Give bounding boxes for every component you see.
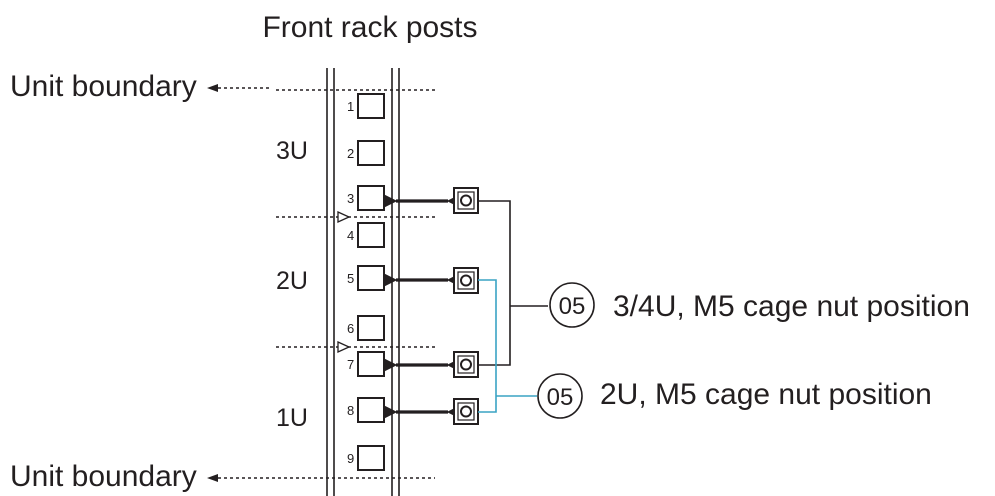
rack-hole-1 — [357, 93, 385, 119]
boundary-marker-2u-1u — [337, 340, 351, 354]
rack-hole-8 — [357, 397, 385, 423]
callout-circle-2u — [537, 373, 583, 419]
hole-number-7: 7 — [347, 357, 354, 372]
cage-nut-icon-hole-3 — [453, 187, 479, 214]
callout-text-3-4u: 3/4U, M5 cage nut position — [613, 290, 970, 323]
unit-boundary-top-label: Unit boundary — [10, 70, 197, 103]
hole-number-4: 4 — [347, 228, 354, 243]
rack-hole-2 — [357, 140, 385, 166]
callout-circle-3-4u — [549, 282, 595, 328]
cage-nut-icon-hole-8 — [453, 398, 479, 425]
hole-number-8: 8 — [347, 403, 354, 418]
bracket-3-4u — [478, 200, 511, 366]
unit-label-2u: 2U — [276, 267, 308, 295]
callout-text-2u: 2U, M5 cage nut position — [600, 378, 932, 411]
unit-label-3u: 3U — [276, 137, 308, 165]
rack-post-left — [326, 68, 335, 496]
rack-post-right — [391, 68, 400, 496]
rack-hole-7 — [357, 351, 385, 377]
unit-boundary-bottom-label: Unit boundary — [10, 460, 197, 493]
hole-number-2: 2 — [347, 146, 354, 161]
hole-number-5: 5 — [347, 271, 354, 286]
hole-number-3: 3 — [347, 191, 354, 206]
rack-hole-3 — [357, 185, 385, 211]
hole-number-1: 1 — [347, 99, 354, 114]
diagram-title: Front rack posts — [262, 11, 477, 44]
rack-hole-9 — [357, 445, 385, 471]
callout-number-2u: 05 — [547, 384, 574, 411]
hole-number-6: 6 — [347, 321, 354, 336]
boundary-arrow-top — [207, 84, 218, 92]
rack-hole-4 — [357, 222, 385, 248]
cage-nut-icon-hole-5 — [453, 267, 479, 294]
rack-hole-6 — [357, 315, 385, 341]
cage-nut-icon-hole-7 — [453, 351, 479, 378]
hole-number-9: 9 — [347, 451, 354, 466]
bracket-2u — [478, 279, 497, 413]
callout-number-3-4u: 05 — [559, 293, 586, 320]
unit-label-1u: 1U — [276, 404, 308, 432]
boundary-arrow-bottom — [207, 474, 218, 482]
boundary-marker-3u-2u — [337, 210, 351, 224]
rack-hole-5 — [357, 265, 385, 291]
